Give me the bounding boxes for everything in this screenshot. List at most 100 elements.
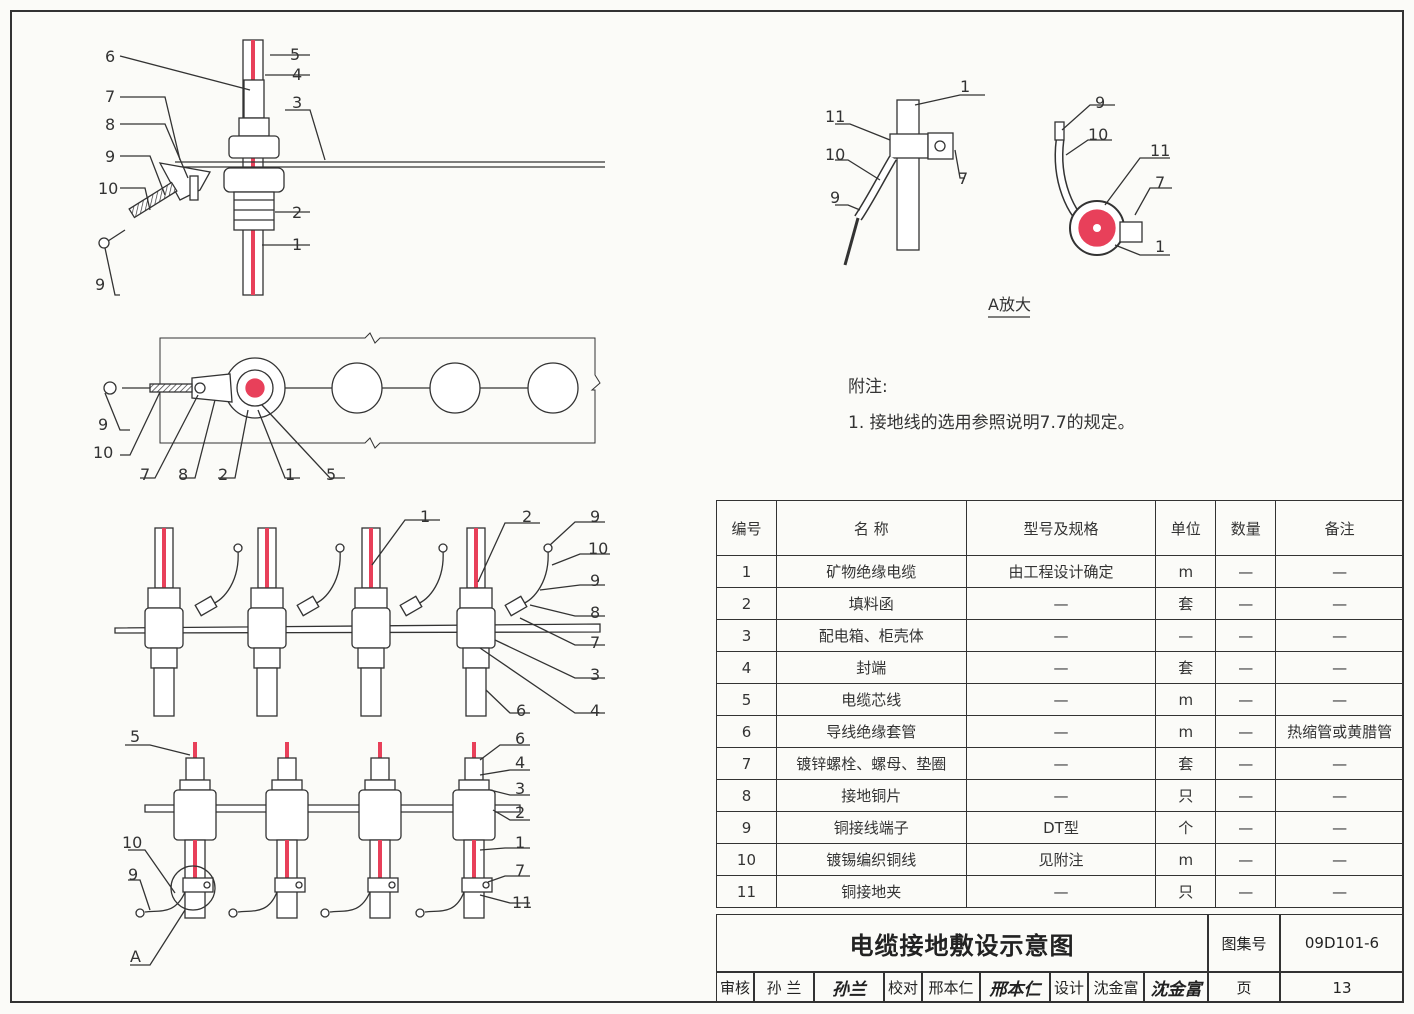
- callout-label: 2: [292, 203, 302, 222]
- callout-label: 5: [290, 45, 300, 64]
- table-cell: 5: [716, 683, 777, 716]
- table-cell: 套: [1155, 651, 1217, 684]
- view3-labels: 1 2 9 10 9 8 7 3 6 4: [420, 507, 608, 720]
- checker-signature: 邢本仁: [980, 972, 1050, 1003]
- table-cell: 导线绝缘套管: [775, 715, 967, 748]
- callout-label: 10: [93, 443, 113, 462]
- callout-label: 3: [590, 665, 600, 684]
- callout-label: 8: [105, 115, 115, 134]
- table-cell: 套: [1155, 747, 1217, 780]
- detail-caption: A放大: [988, 295, 1031, 314]
- callout-label: 10: [825, 145, 845, 164]
- callout-label: 10: [1088, 125, 1108, 144]
- notes-item: 1. 接地线的选用参照说明7.7的规定。: [848, 413, 1135, 433]
- table-cell: m: [1155, 843, 1217, 876]
- view1-labels: 6 5 4 3 7 8 9 10 2 1 9: [95, 45, 302, 294]
- table-cell: 只: [1155, 779, 1217, 812]
- callout-label: 1: [420, 507, 430, 526]
- callout-label: 6: [105, 47, 115, 66]
- table-cell: 11: [716, 875, 777, 908]
- table-cell: 铜接地夹: [775, 875, 967, 908]
- table-cell: 只: [1155, 875, 1217, 908]
- callout-label: 9: [95, 275, 105, 294]
- gland-assembly: [247, 527, 345, 717]
- page-label: 页: [1208, 972, 1280, 1003]
- detail-a2-labels: 9 10 11 7 1: [1088, 93, 1170, 256]
- table-cell: —: [1155, 619, 1217, 652]
- gland-assembly: [415, 742, 496, 919]
- table-cell: —: [965, 619, 1157, 652]
- callout-label: 9: [1095, 93, 1105, 112]
- callout-label: 11: [825, 107, 845, 126]
- view-plan: [103, 332, 601, 479]
- detail-a-side: [835, 94, 985, 266]
- callout-label: 6: [515, 729, 525, 748]
- callout-label: 10: [98, 179, 118, 198]
- table-header-cell: 编号: [716, 500, 777, 556]
- check-label: 校对: [884, 972, 922, 1003]
- table-cell: 1: [716, 555, 777, 588]
- table-cell: —: [1215, 651, 1277, 684]
- callout-label: 2: [515, 803, 525, 822]
- table-cell: —: [965, 747, 1157, 780]
- table-cell: 电缆芯线: [775, 683, 967, 716]
- table-cell: 个: [1155, 811, 1217, 844]
- callout-label: 1: [515, 833, 525, 852]
- gland-assembly: [456, 527, 553, 717]
- table-cell: —: [1215, 747, 1277, 780]
- table-cell: 2: [716, 587, 777, 620]
- callout-label: 5: [130, 727, 140, 746]
- callout-label: 7: [590, 633, 600, 652]
- callout-label: 11: [1150, 141, 1170, 160]
- callout-label: 5: [326, 465, 336, 484]
- atlas-number: 09D101-6: [1280, 914, 1404, 972]
- callout-label: 2: [218, 465, 228, 484]
- table-cell: —: [1275, 843, 1404, 876]
- table-cell: 接地铜片: [775, 779, 967, 812]
- view-gland-row-lower: [125, 742, 530, 966]
- table-cell: 8: [716, 779, 777, 812]
- table-cell: m: [1155, 683, 1217, 716]
- table-cell: 3: [716, 619, 777, 652]
- table-cell: DT型: [965, 811, 1157, 844]
- callout-label: 7: [958, 169, 968, 188]
- callout-label: 4: [590, 701, 600, 720]
- table-cell: —: [965, 651, 1157, 684]
- title-block: 电缆接地敷设示意图 图集号 09D101-6 审核 孙 兰 孙兰 校对 邢本仁 …: [716, 914, 1404, 1003]
- table-cell: —: [1275, 619, 1404, 652]
- callout-label: 8: [178, 465, 188, 484]
- table-cell: 镀锡编织铜线: [775, 843, 967, 876]
- table-cell: 镀锌螺栓、螺母、垫圈: [775, 747, 967, 780]
- table-cell: —: [1215, 619, 1277, 652]
- view-side-elevation: [98, 39, 605, 296]
- table-header-cell: 备注: [1275, 500, 1404, 556]
- table-cell: —: [1215, 555, 1277, 588]
- callout-label: 7: [1155, 173, 1165, 192]
- callout-label: 4: [292, 65, 302, 84]
- callout-label: 3: [515, 779, 525, 798]
- detail-a-end: [1054, 104, 1172, 256]
- table-cell: 6: [716, 715, 777, 748]
- gland-assembly: [228, 742, 309, 919]
- table-header-row: 编号 名 称 型号及规格 单位 数量 备注: [716, 500, 1404, 556]
- table-cell: 铜接线端子: [775, 811, 967, 844]
- review-label: 审核: [716, 972, 754, 1003]
- table-cell: —: [965, 875, 1157, 908]
- callout-label: 4: [515, 753, 525, 772]
- table-cell: 见附注: [965, 843, 1157, 876]
- checker-name: 邢本仁: [922, 972, 980, 1003]
- table-cell: —: [1275, 747, 1404, 780]
- callout-label: 10: [122, 833, 142, 852]
- table-cell: 配电箱、柜壳体: [775, 619, 967, 652]
- design-label: 设计: [1050, 972, 1088, 1003]
- table-cell: —: [1215, 715, 1277, 748]
- table-cell: —: [965, 683, 1157, 716]
- table-cell: —: [965, 715, 1157, 748]
- table-cell: 矿物绝缘电缆: [775, 555, 967, 588]
- table-cell: —: [1215, 683, 1277, 716]
- drawing-title: 电缆接地敷设示意图: [716, 914, 1208, 972]
